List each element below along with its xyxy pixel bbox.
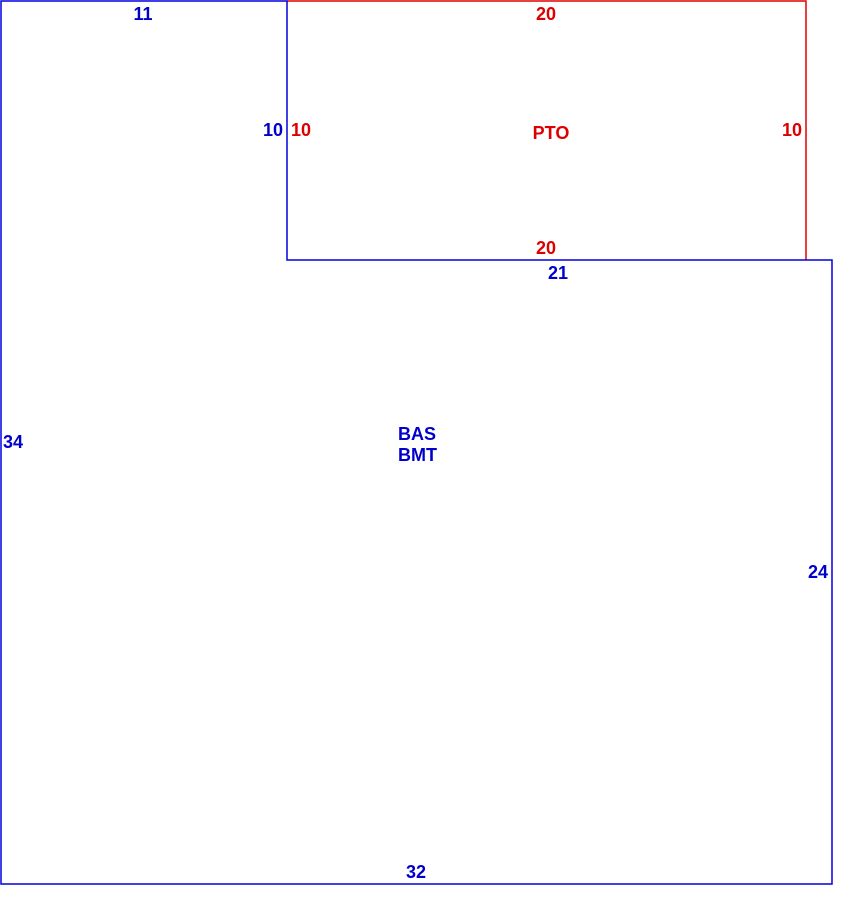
pto-label: PTO [533, 123, 570, 143]
bas-right-dim: 24 [808, 562, 828, 582]
pto-left-dim: 10 [291, 120, 311, 140]
pto-outline [287, 0, 807, 260]
pto-right-dim: 10 [782, 120, 802, 140]
bmt-label: BMT [398, 445, 437, 465]
bas-left-dim: 34 [3, 432, 23, 452]
bas-bottom-dim: 32 [406, 862, 426, 882]
bas-label: BAS [398, 424, 436, 444]
bas-top-dim: 11 [133, 4, 152, 24]
bas-inner-top-dim: 21 [548, 263, 568, 283]
pto-top-dim: 20 [536, 4, 556, 24]
bas-inner-left-dim: 10 [263, 120, 283, 140]
pto-bottom-dim: 20 [536, 238, 556, 258]
bas-outline [0, 0, 833, 885]
